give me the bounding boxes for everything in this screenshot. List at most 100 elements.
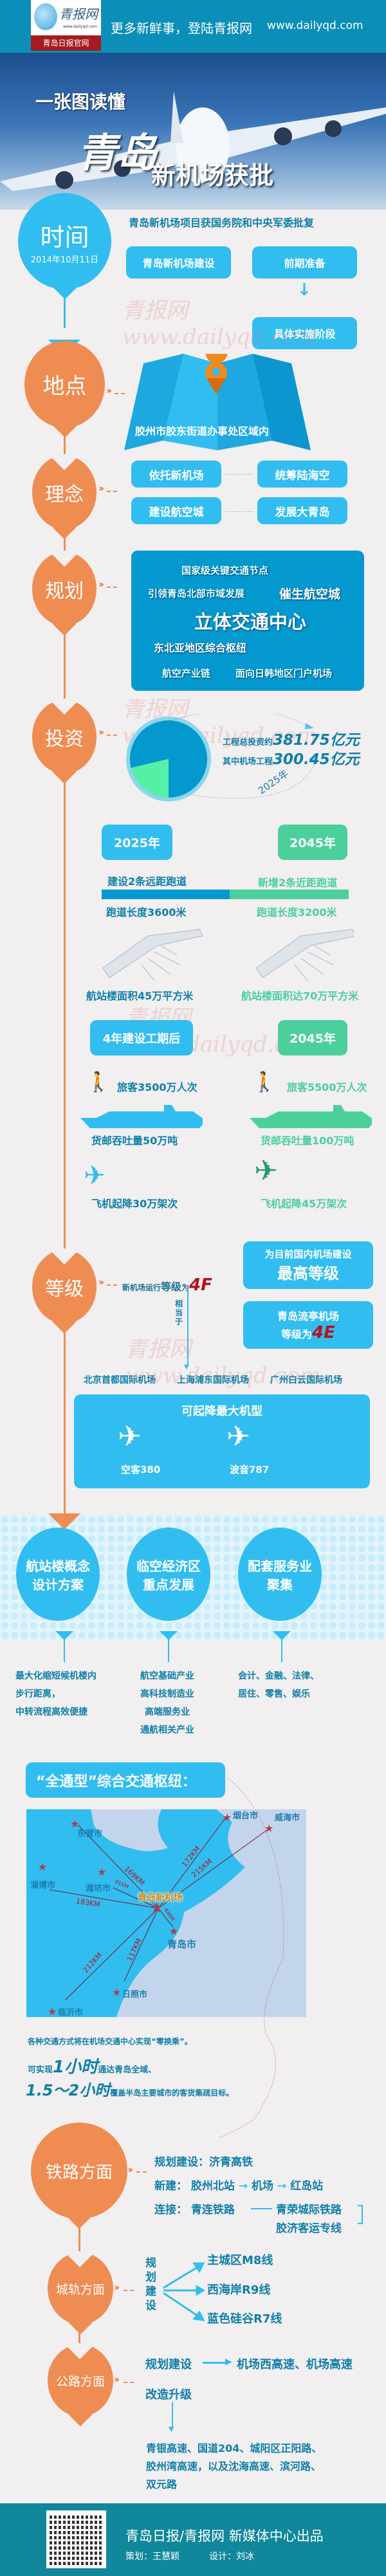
- qr-code[interactable]: [46, 2510, 106, 2568]
- qr-pattern: [50, 2514, 103, 2565]
- watermark: 青报网 www.dailyqd.com: [125, 1337, 321, 1389]
- distance-map: ★★★ ★★★ ★★★: [26, 1809, 306, 2017]
- desc-line: 最大化缩短候机楼内: [15, 1671, 96, 1681]
- connector: [168, 1639, 169, 1662]
- coverage-note: 1.5～2小时覆盖半岛主要城市的客货集疏目标。: [26, 2078, 234, 2100]
- traveler-icon: 🚶: [86, 1071, 111, 1093]
- airplane-icon: ✈: [84, 1161, 106, 1191]
- node-label: 铁路方面: [45, 2162, 113, 2182]
- desc-line: 会计、金融、法律、: [238, 1671, 319, 1681]
- star-icon: ★: [38, 1861, 47, 1873]
- arrow-head-icon: ▶: [225, 2357, 232, 2367]
- city-label: 威海市: [275, 1813, 300, 1823]
- city-label: 潍坊市: [86, 1884, 111, 1894]
- chevrons-icon: ›››: [114, 2283, 120, 2293]
- globe-icon: [34, 3, 57, 30]
- highlight: 1小时: [53, 2058, 98, 2077]
- hero-banner: 一张图读懂 青岛 新机场获批: [0, 53, 386, 210]
- branch-arrows: [163, 2262, 205, 2321]
- chevrons-icon: ›››: [98, 580, 105, 590]
- airplane-icon: ✈: [226, 1420, 250, 1453]
- road-plan-label: 规划建设: [145, 2358, 192, 2371]
- value: 济青高铁: [209, 2156, 253, 2169]
- road-plan-value: 机场西高速、机场高速: [237, 2358, 353, 2371]
- dashed-connector: [136, 2171, 147, 2173]
- desc-line: 居住、零售、娱乐: [238, 1689, 310, 1699]
- timeline-line: [64, 412, 66, 1299]
- airplanes-icon: ✈: [254, 1155, 278, 1187]
- metro-plan-label: 规划建设: [145, 2257, 156, 2312]
- approval-headline: 青岛新机场项目获国务院和中央军委批复: [129, 217, 315, 229]
- ship-icon: [80, 1105, 203, 1128]
- airport-name: 广州白云国际机场: [270, 1375, 342, 1385]
- runway-text: 新增2条近距跑道: [258, 877, 338, 889]
- terminal-icon: [255, 929, 354, 982]
- text: 覆盖半岛主要城市的客货集疏目标。: [110, 2088, 234, 2097]
- text: 为: [181, 1283, 190, 1292]
- dashed-connector: [124, 2290, 134, 2291]
- desc-line: 航空基础产业: [140, 1671, 194, 1681]
- chevrons-icon: ›››: [98, 484, 105, 494]
- total-investment: 工程总投资约381.75亿元: [223, 727, 360, 749]
- transfer-note: 各种交通方式将在机场交通中心实现“零换乘”。: [28, 2037, 192, 2046]
- node-label: 投资: [45, 727, 84, 751]
- cargo-stat: 货邮吞吐量50万吨: [91, 1135, 178, 1147]
- star-icon: ★: [223, 1811, 232, 1823]
- city-label: 临沂市: [58, 2008, 84, 2018]
- stage-box: 前期准备: [252, 246, 357, 279]
- text: 等级: [161, 1281, 182, 1293]
- logo-name: 青报网: [59, 6, 98, 22]
- passenger-stat: 旅客3500万人次: [117, 1081, 198, 1093]
- node-concept: 理念: [32, 455, 96, 529]
- logo-subtitle: 青岛日报官网: [31, 35, 101, 51]
- focus-circle: 临空经济区重点发展: [127, 1528, 210, 1621]
- passenger-stat: 旅客5500万人次: [287, 1081, 367, 1093]
- watermark: 青报网 www.dailyqd.com: [122, 298, 318, 350]
- desc-line: 步行距离，: [15, 1689, 60, 1699]
- dashed-connector: [107, 491, 117, 492]
- arrow-right-icon: [203, 2362, 228, 2364]
- airplane-illustration: [0, 91, 386, 191]
- airport-investment: 其中机场工程300.45亿元: [223, 747, 360, 769]
- dotted-arrow: [186, 762, 316, 799]
- road-line: 双元路: [146, 2478, 178, 2490]
- city-label: 日照市: [122, 1990, 148, 2000]
- node-label: 地点: [42, 374, 87, 399]
- key: 新建：: [154, 2180, 187, 2193]
- site-logo[interactable]: 青报网 www.dailyqd.com 青岛日报官网: [31, 0, 101, 51]
- year-badge-2045: 2045年: [278, 825, 347, 860]
- rail-line: 青荣城际铁路: [276, 2204, 342, 2216]
- terminal-icon: [102, 929, 203, 982]
- focus-title: 配套服务业聚集: [248, 1558, 312, 1593]
- stage-box: 青岛新机场建设: [126, 246, 231, 279]
- node-label: 等级: [45, 1277, 84, 1301]
- paper-plane-icon: [305, 723, 314, 729]
- text: 青岛流亭机场: [277, 1310, 339, 1322]
- aircraft-model: 波音787: [230, 1464, 270, 1475]
- label: 工程总投资约: [223, 738, 273, 747]
- node-label: 时间: [40, 223, 89, 251]
- hero-line-1: 一张图读懂: [35, 91, 126, 113]
- sea-shape: [116, 1809, 306, 2017]
- text: 可实现: [28, 2065, 53, 2075]
- text: 为目前国内机场建设: [264, 1248, 352, 1260]
- metro-line: 蓝色硅谷R7线: [207, 2312, 282, 2326]
- paper-plane-icon: [309, 754, 317, 762]
- site-link[interactable]: www.dailyqd.com: [267, 19, 363, 32]
- node-label: 理念: [45, 483, 84, 506]
- max-aircraft-panel: 可起降最大机型 ✈ ✈ 空客380 波音787: [74, 1394, 370, 1488]
- location-text: 胶州市胶东街道办事处区域内: [135, 425, 270, 437]
- city-stars: ★★★ ★★★ ★★★: [38, 1811, 273, 2017]
- plan-point: 航空产业链: [162, 668, 211, 679]
- panel-title: 可起降最大机型: [181, 1405, 262, 1418]
- focus-desc: 最大化缩短候机楼内步行距离，中转流程高效便捷: [15, 1667, 96, 1721]
- focus-title: 临空经济区重点发展: [136, 1558, 201, 1593]
- arrow-right-icon: →: [277, 2180, 287, 2193]
- airport-name: 上海浦东国际机场: [177, 1375, 249, 1385]
- node-grade: 等级: [32, 1250, 96, 1324]
- designer-credit: 设计：刘冰: [209, 2552, 254, 2562]
- ship-icon: [250, 1105, 372, 1128]
- hero-title: 新机场获批: [151, 161, 274, 190]
- arrow-down-icon: ↓: [297, 280, 311, 300]
- airport-name: 北京首都国际机场: [84, 1375, 156, 1385]
